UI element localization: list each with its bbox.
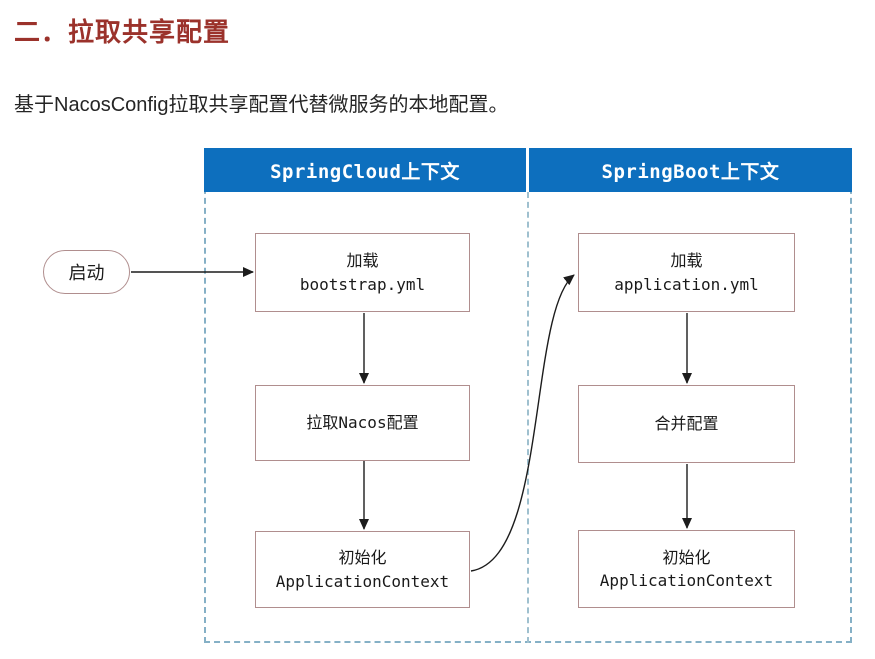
node-init-context-cloud-line2: ApplicationContext xyxy=(275,571,450,591)
node-pull-nacos-config: 拉取Nacos配置 xyxy=(255,385,470,461)
node-merge-config-line1: 合并配置 xyxy=(654,414,719,434)
node-init-context-boot: 初始化 ApplicationContext xyxy=(578,530,795,608)
lane-headers: SpringCloud上下文 SpringBoot上下文 xyxy=(204,148,852,192)
node-init-context-boot-line1: 初始化 xyxy=(662,547,711,567)
node-init-context-cloud: 初始化 ApplicationContext xyxy=(255,531,470,608)
node-load-bootstrap-line2: bootstrap.yml xyxy=(299,274,426,294)
start-node: 启动 xyxy=(43,250,130,294)
node-init-context-boot-line2: ApplicationContext xyxy=(599,571,774,590)
page-subtitle: 基于NacosConfig拉取共享配置代替微服务的本地配置。 xyxy=(14,94,509,116)
lane-header-springcloud: SpringCloud上下文 xyxy=(204,148,526,192)
node-load-bootstrap-line1: 加载 xyxy=(346,251,379,271)
node-pull-nacos-config-line1: 拉取Nacos配置 xyxy=(306,413,419,433)
start-node-label: 启动 xyxy=(68,263,105,283)
node-load-application-line1: 加载 xyxy=(670,251,703,271)
node-load-application: 加载 application.yml xyxy=(578,233,795,312)
lane-divider xyxy=(527,192,529,643)
page-title: 二．拉取共享配置 xyxy=(14,17,231,47)
node-merge-config: 合并配置 xyxy=(578,385,795,463)
node-load-bootstrap: 加载 bootstrap.yml xyxy=(255,233,470,312)
node-load-application-line2: application.yml xyxy=(614,274,759,294)
node-init-context-cloud-line1: 初始化 xyxy=(338,548,387,568)
lane-header-springboot: SpringBoot上下文 xyxy=(529,148,852,192)
